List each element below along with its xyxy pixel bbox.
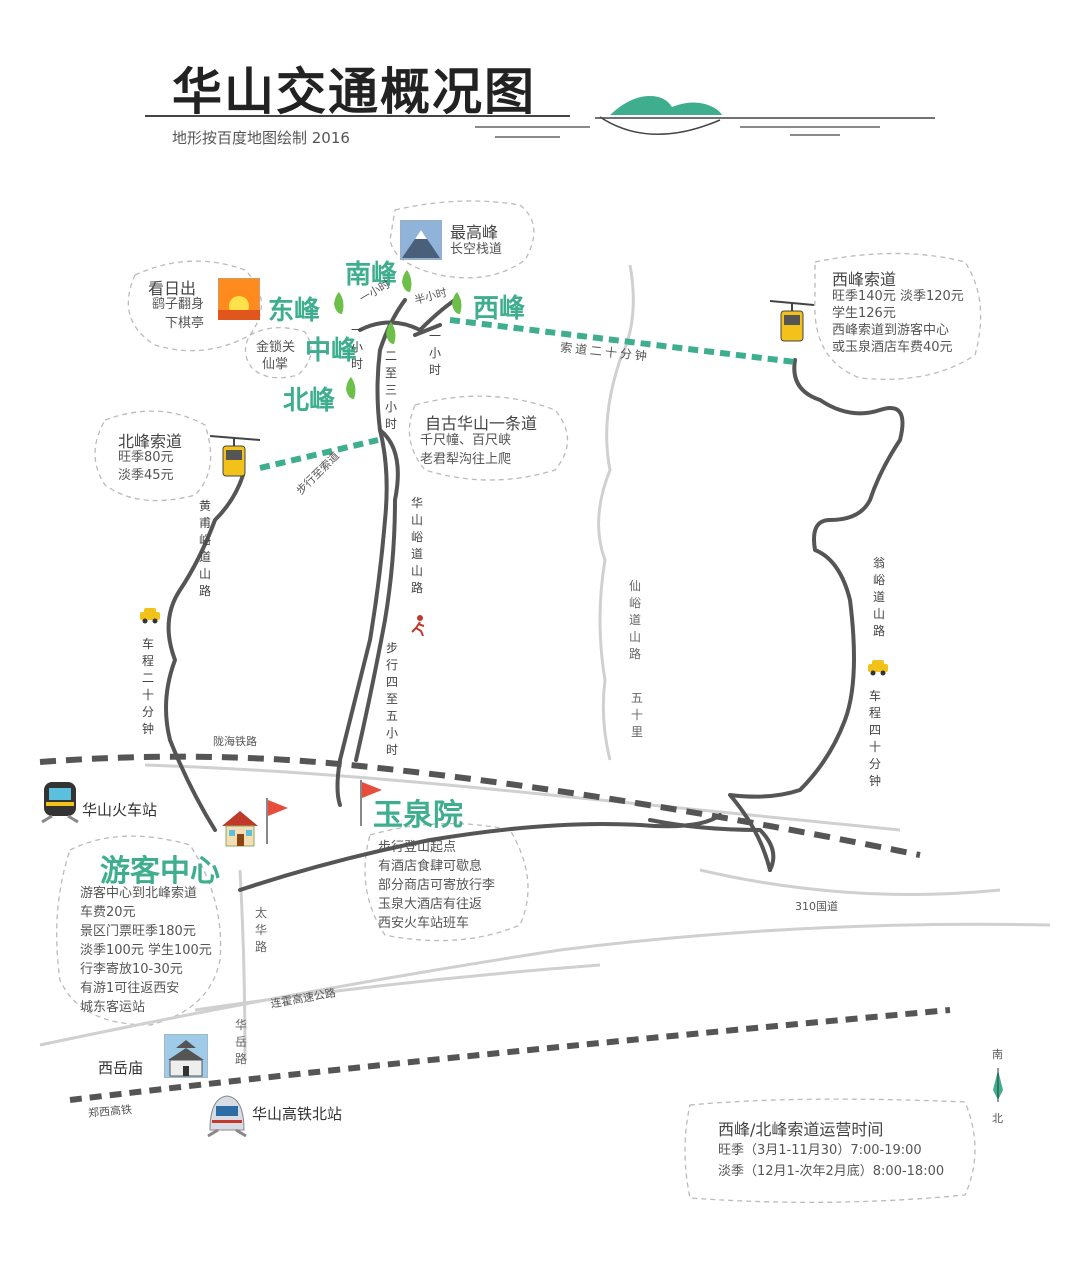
drive-40-label: 车程四十分钟	[868, 689, 881, 788]
golden-pass-line2: 仙掌	[262, 357, 289, 372]
west-cable-line1: 旺季140元 淡季120元	[832, 289, 964, 304]
temple-icon	[163, 1033, 209, 1082]
one-road-line1: 千尺幢、百尺峡	[420, 433, 512, 448]
high-speed-train-icon	[204, 1092, 250, 1142]
road-label-longhai: 陇海铁路	[213, 735, 257, 748]
road-label-g310: 310国道	[795, 900, 838, 913]
yuquan-line2: 有酒店食肆可歇息	[378, 859, 483, 874]
schedule-line2: 淡季（12月1-次年2月底）8:00-18:00	[718, 1164, 945, 1179]
peak-marker-icon	[330, 290, 348, 320]
visitor-line6: 有游1可往返西安	[80, 981, 180, 996]
drive-20-label: 车程二十分钟	[141, 637, 154, 736]
runner-icon	[408, 614, 428, 640]
taxi-icon	[138, 606, 162, 628]
visitor-line5: 行李寄放10-30元	[80, 962, 183, 977]
sunrise-title: 看日出	[148, 279, 197, 298]
cableways	[259, 317, 796, 471]
peak-marker-icon	[448, 290, 466, 320]
west-cable-line3: 西峰索道到游客中心	[832, 323, 950, 338]
hsr-station-label: 华山高铁北站	[252, 1105, 343, 1123]
peak-west: 西峰	[473, 294, 526, 324]
west-cable-line4: 或玉泉酒店车费40元	[832, 340, 953, 355]
page-subtitle: 地形按百度地图绘制 2016	[172, 129, 350, 147]
peak-marker-icon	[342, 375, 360, 405]
sunrise-line1: 鹞子翻身	[152, 297, 205, 312]
west-cable-line2: 学生126元	[832, 306, 896, 321]
page-title: 华山交通概况图	[172, 62, 536, 121]
peak-south: 南峰	[345, 260, 398, 290]
schedule-line1: 旺季（3月1-11月30）7:00-19:00	[718, 1143, 922, 1158]
huashan-road-label: 华山峪道山路	[410, 496, 423, 595]
yuquan-line1: 步行登山起点	[378, 840, 457, 855]
road-label-huayue: 华岳路	[234, 1018, 247, 1066]
main-roads	[164, 298, 905, 892]
cable-car-icon	[209, 432, 261, 484]
flag-icon	[262, 796, 292, 850]
yuquan-line5: 西安火车站班车	[378, 916, 470, 931]
xianyu-road-label: 仙峪道山路	[628, 579, 641, 661]
sunrise-icon	[217, 277, 261, 324]
visitor-line4: 淡季100元 学生100元	[80, 943, 212, 958]
flag-icon	[356, 778, 386, 832]
huangfu-road-label: 黄甫峪道山路	[198, 499, 211, 598]
sunrise-line2: 下棋亭	[165, 316, 205, 331]
trail-label: 一小时	[350, 323, 363, 371]
peak-middle: 中峰	[305, 336, 358, 366]
peak-marker-icon	[398, 268, 416, 298]
peak-marker-icon	[382, 320, 400, 350]
visitor-center-title: 游客中心	[100, 854, 220, 889]
taxi-icon	[866, 658, 890, 680]
peak-east: 东峰	[268, 296, 321, 326]
visitor-line1: 游客中心到北峰索道	[80, 886, 198, 901]
visitor-line2: 车费20元	[80, 905, 136, 920]
wengyu-road-label: 翁峪道山路	[872, 556, 885, 638]
train-icon	[38, 778, 82, 830]
yuquan-line4: 玉泉大酒店有往返	[378, 897, 483, 912]
road-label-taihua: 太华路	[254, 906, 267, 954]
north-cable-line1: 旺季80元	[118, 450, 174, 465]
house-icon	[220, 808, 260, 852]
trail-label: 一小时	[428, 329, 441, 377]
compass-south-label: 南	[992, 1048, 1003, 1061]
cable-car-icon	[769, 297, 815, 349]
highest-peak-line: 长空栈道	[450, 242, 503, 257]
grey-roads	[39, 264, 1051, 1061]
train-station-label: 华山火车站	[82, 801, 158, 819]
highest-peak-title: 最高峰	[450, 223, 499, 242]
trail-label: 二至三小时	[384, 349, 397, 431]
one-road-title: 自古华山一条道	[425, 414, 538, 433]
visitor-line7: 城东客运站	[80, 1000, 146, 1015]
schedule-title: 西峰/北峰索道运营时间	[718, 1120, 884, 1139]
one-road-line2: 老君犁沟往上爬	[420, 452, 512, 467]
xiyue-temple-label: 西岳庙	[98, 1059, 144, 1077]
yuquan-line3: 部分商店可寄放行李	[378, 878, 496, 893]
mountain-logo-icon	[610, 96, 722, 115]
compass-north-label: 北	[992, 1112, 1003, 1125]
golden-pass-line1: 金锁关	[256, 340, 296, 355]
mountain-peak-icon	[399, 219, 443, 264]
peak-north: 北峰	[283, 386, 336, 416]
railways	[39, 753, 951, 1103]
yuquan-label: 玉泉院	[373, 798, 463, 833]
north-cable-line2: 淡季45元	[118, 468, 174, 483]
west-cable-title: 西峰索道	[832, 270, 897, 289]
fifty-li-label: 五十里	[630, 691, 643, 739]
note-bubbles	[56, 200, 982, 1203]
compass-icon	[993, 1068, 1003, 1102]
walk-4-5-label: 步行四至五小时	[385, 641, 398, 757]
visitor-line3: 景区门票旺季180元	[80, 924, 196, 939]
north-cable-title: 北峰索道	[118, 432, 183, 451]
